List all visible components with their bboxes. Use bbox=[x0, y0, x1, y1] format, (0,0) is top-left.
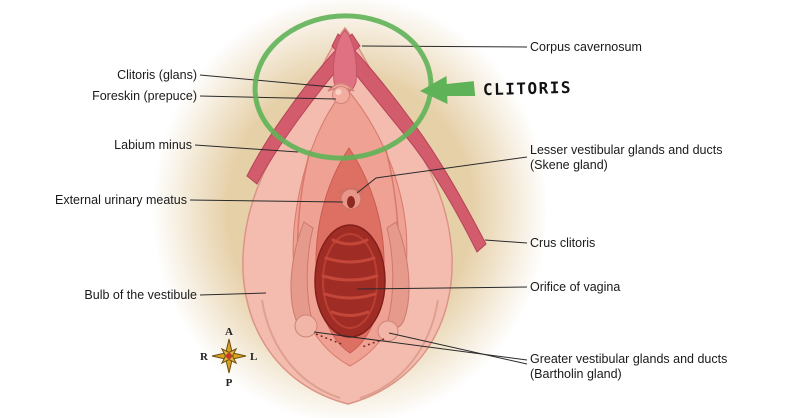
label-greater-vestibular-glands: Greater vestibular glands and ducts (Bar… bbox=[530, 352, 795, 382]
label-line: Corpus cavernosum bbox=[530, 40, 642, 54]
compass-letter-posterior: P bbox=[226, 377, 233, 389]
compass-center bbox=[226, 353, 232, 359]
corpus-cavernosum-right-and-crus bbox=[331, 33, 487, 253]
highlight-ellipse bbox=[252, 13, 434, 161]
label-labium-minus: Labium minus bbox=[114, 138, 192, 152]
label-external-urinary-meatus: External urinary meatus bbox=[54, 193, 187, 207]
labia-fold-left bbox=[261, 299, 341, 399]
bartholin-gland-right bbox=[377, 320, 399, 342]
label-clitoris-glans: Clitoris (glans) bbox=[117, 68, 197, 82]
meatus-fold bbox=[337, 187, 365, 194]
bartholin-gland-left bbox=[294, 314, 318, 338]
label-foreskin-prepuce: Foreskin (prepuce) bbox=[92, 89, 197, 103]
labia-fold-right bbox=[359, 299, 439, 399]
leader-lines bbox=[189, 45, 528, 365]
label-line: Lesser vestibular glands and ducts bbox=[530, 143, 723, 157]
label-crus-clitoris: Crus clitoris bbox=[530, 236, 795, 251]
label-line: Crus clitoris bbox=[530, 236, 596, 250]
compass-letter-right: R bbox=[200, 351, 209, 363]
urinary-meatus-opening bbox=[347, 196, 355, 208]
label-line: Greater vestibular glands and ducts bbox=[530, 352, 728, 366]
label-lesser-vestibular-glands: Lesser vestibular glands and ducts (Sken… bbox=[530, 143, 795, 173]
compass-letter-anterior: A bbox=[225, 326, 233, 338]
label-line: Orifice of vagina bbox=[530, 280, 621, 294]
glans-clitoris bbox=[332, 86, 350, 104]
compass-letter-left: L bbox=[250, 351, 257, 363]
glans-highlight bbox=[335, 89, 342, 95]
gland-ducts-dotted bbox=[315, 333, 385, 348]
label-line: (Bartholin gland) bbox=[530, 367, 622, 381]
label-bulb-of-vestibule: Bulb of the vestibule bbox=[84, 288, 197, 302]
corpus-cavernosum-left bbox=[246, 33, 361, 185]
label-line: (Skene gland) bbox=[530, 158, 608, 172]
arrow-left-icon bbox=[420, 76, 476, 104]
vaginal-rugae bbox=[321, 238, 379, 317]
label-corpus-cavernosum: Corpus cavernosum bbox=[530, 40, 795, 55]
compass-rose: A P R L bbox=[200, 326, 257, 389]
vaginal-orifice-rim bbox=[322, 233, 378, 329]
label-orifice-of-vagina: Orifice of vagina bbox=[530, 280, 795, 295]
handwritten-clitoris-label: CLITORIS bbox=[482, 77, 573, 100]
